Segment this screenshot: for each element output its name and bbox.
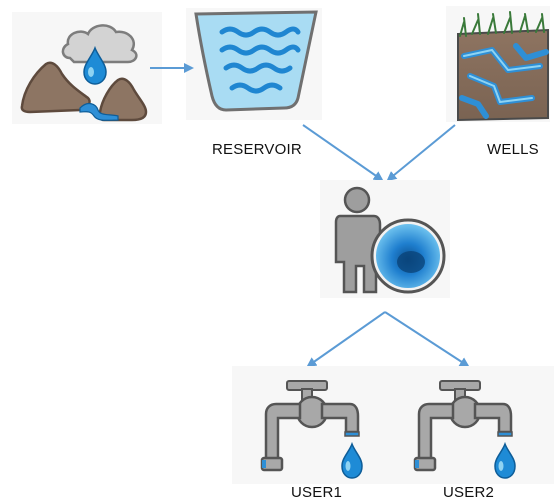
arrow-reservoir-to-distributor	[302, 124, 384, 182]
groundwater-wells-icon	[446, 6, 550, 122]
person-with-tank-icon	[320, 180, 450, 298]
water-tap-icon-user1	[260, 380, 363, 479]
reservoir-icon	[186, 8, 322, 120]
arrow-distributor-to-user2	[384, 311, 470, 368]
wells-label: WELLS	[487, 141, 539, 158]
user1-label: USER1	[291, 484, 343, 501]
arrow-distributor-to-user1	[306, 311, 386, 368]
reservoir-label: RESERVOIR	[212, 141, 302, 158]
user2-label: USER2	[443, 484, 495, 501]
flow-arrows	[150, 63, 470, 368]
water-tap-icon-user2	[413, 380, 516, 479]
rain-mountains-icon	[12, 12, 162, 124]
arrow-wells-to-distributor	[386, 124, 456, 182]
